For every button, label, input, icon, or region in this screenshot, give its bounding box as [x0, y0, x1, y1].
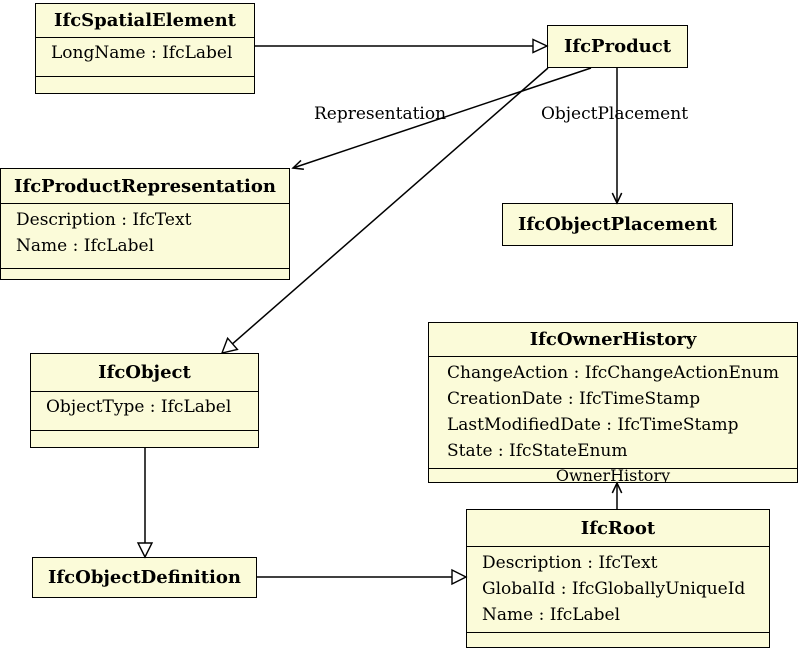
attributes-compartment: LongName : IfcLabel — [36, 37, 254, 76]
class-name: IfcOwnerHistory — [529, 329, 697, 350]
attribute-row: ObjectType : IfcLabel — [46, 397, 232, 417]
operations-compartment — [31, 430, 258, 447]
attribute-row: State : IfcStateEnum — [447, 441, 628, 461]
class-name: IfcObjectPlacement — [518, 214, 717, 235]
attributes-compartment: Description : IfcText GlobalId : IfcGlob… — [467, 546, 769, 632]
class-name: IfcProductRepresentation — [14, 175, 276, 197]
generalization-arrowhead — [532, 38, 549, 54]
class-box-ifcproduct[interactable]: IfcProduct — [547, 25, 688, 68]
attributes-compartment: ChangeAction : IfcChangeActionEnum Creat… — [429, 356, 797, 468]
attribute-row: ChangeAction : IfcChangeActionEnum — [447, 363, 779, 383]
class-box-ifcproductrepresentation[interactable]: IfcProductRepresentation Description : I… — [0, 168, 290, 280]
edge-ifcobject-ifcobjectdefinition — [136, 448, 154, 559]
class-box-ifcobjectdefinition[interactable]: IfcObjectDefinition — [32, 557, 257, 598]
attribute-row: Name : IfcLabel — [16, 236, 155, 256]
class-box-ifcroot[interactable]: IfcRoot Description : IfcText GlobalId :… — [466, 509, 770, 648]
generalization-arrowhead — [220, 336, 239, 354]
operations-compartment — [36, 76, 254, 93]
attribute-row: CreationDate : IfcTimeStamp — [447, 389, 701, 409]
edge-ifcobjectdefinition-ifcroot — [257, 568, 468, 586]
attribute-row: GlobalId : IfcGloballyUniqueId — [482, 579, 746, 599]
generalization-arrowhead — [136, 542, 154, 559]
operations-compartment — [467, 632, 769, 647]
class-name: IfcSpatialElement — [54, 10, 236, 31]
edge-label-representation: Representation — [313, 104, 447, 124]
class-name: IfcObject — [98, 362, 191, 383]
class-box-ifcobjectplacement[interactable]: IfcObjectPlacement — [502, 203, 733, 246]
class-box-ifcobject[interactable]: IfcObject ObjectType : IfcLabel — [30, 353, 259, 448]
attribute-row: Description : IfcText — [482, 553, 658, 573]
class-name: IfcRoot — [580, 517, 656, 539]
association-arrowhead — [611, 481, 623, 494]
edge-label-objectplacement: ObjectPlacement — [540, 104, 689, 124]
edge-ifcroot-ifcownerhistory — [611, 481, 623, 509]
attribute-row: LongName : IfcLabel — [51, 43, 233, 63]
class-box-ifcownerhistory[interactable]: IfcOwnerHistory ChangeAction : IfcChange… — [428, 322, 798, 483]
attributes-compartment: Description : IfcText Name : IfcLabel — [1, 203, 289, 268]
class-name: IfcObjectDefinition — [48, 567, 241, 588]
class-name: IfcProduct — [563, 36, 672, 57]
attribute-row: LastModifiedDate : IfcTimeStamp — [447, 415, 739, 435]
edge-ifcspatialelement-ifcproduct — [255, 38, 549, 54]
class-box-ifcspatialelement[interactable]: IfcSpatialElement LongName : IfcLabel — [35, 3, 255, 94]
edge-label-ownerhistory: OwnerHistory — [429, 468, 797, 482]
generalization-arrowhead — [451, 568, 468, 586]
attribute-row: Description : IfcText — [16, 210, 192, 230]
attribute-row: Name : IfcLabel — [482, 605, 621, 625]
association-arrowhead — [291, 159, 304, 170]
edge-ifcproduct-ifcobjectplacement — [611, 68, 623, 205]
attributes-compartment: ObjectType : IfcLabel — [31, 391, 258, 430]
operations-compartment — [1, 268, 289, 279]
association-arrowhead — [611, 192, 623, 205]
